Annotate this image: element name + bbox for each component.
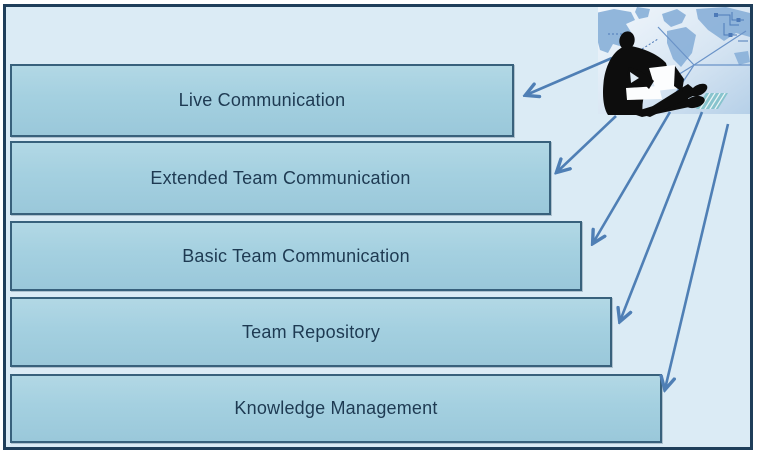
bar-basic-team-communication: Basic Team Communication [10, 221, 582, 291]
person-silhouette [603, 31, 708, 117]
bar-extended-team-communication: Extended Team Communication [10, 141, 551, 215]
bar-label: Knowledge Management [234, 398, 438, 418]
map-circuit-traces [608, 12, 748, 50]
bar-label: Live Communication [178, 90, 346, 110]
bar-team-repository: Team Repository [10, 297, 612, 367]
map-teal-panel [696, 93, 728, 109]
bar-label: Basic Team Communication [182, 245, 410, 266]
bar-label: Extended Team Communication [150, 167, 411, 188]
laptop-icon [649, 65, 681, 91]
bar-knowledge-management: Knowledge Management [10, 374, 662, 443]
person-with-laptop-icon [603, 31, 708, 117]
bar-label: Team Repository [241, 321, 381, 342]
bar-live-communication: Live Communication [10, 64, 514, 137]
